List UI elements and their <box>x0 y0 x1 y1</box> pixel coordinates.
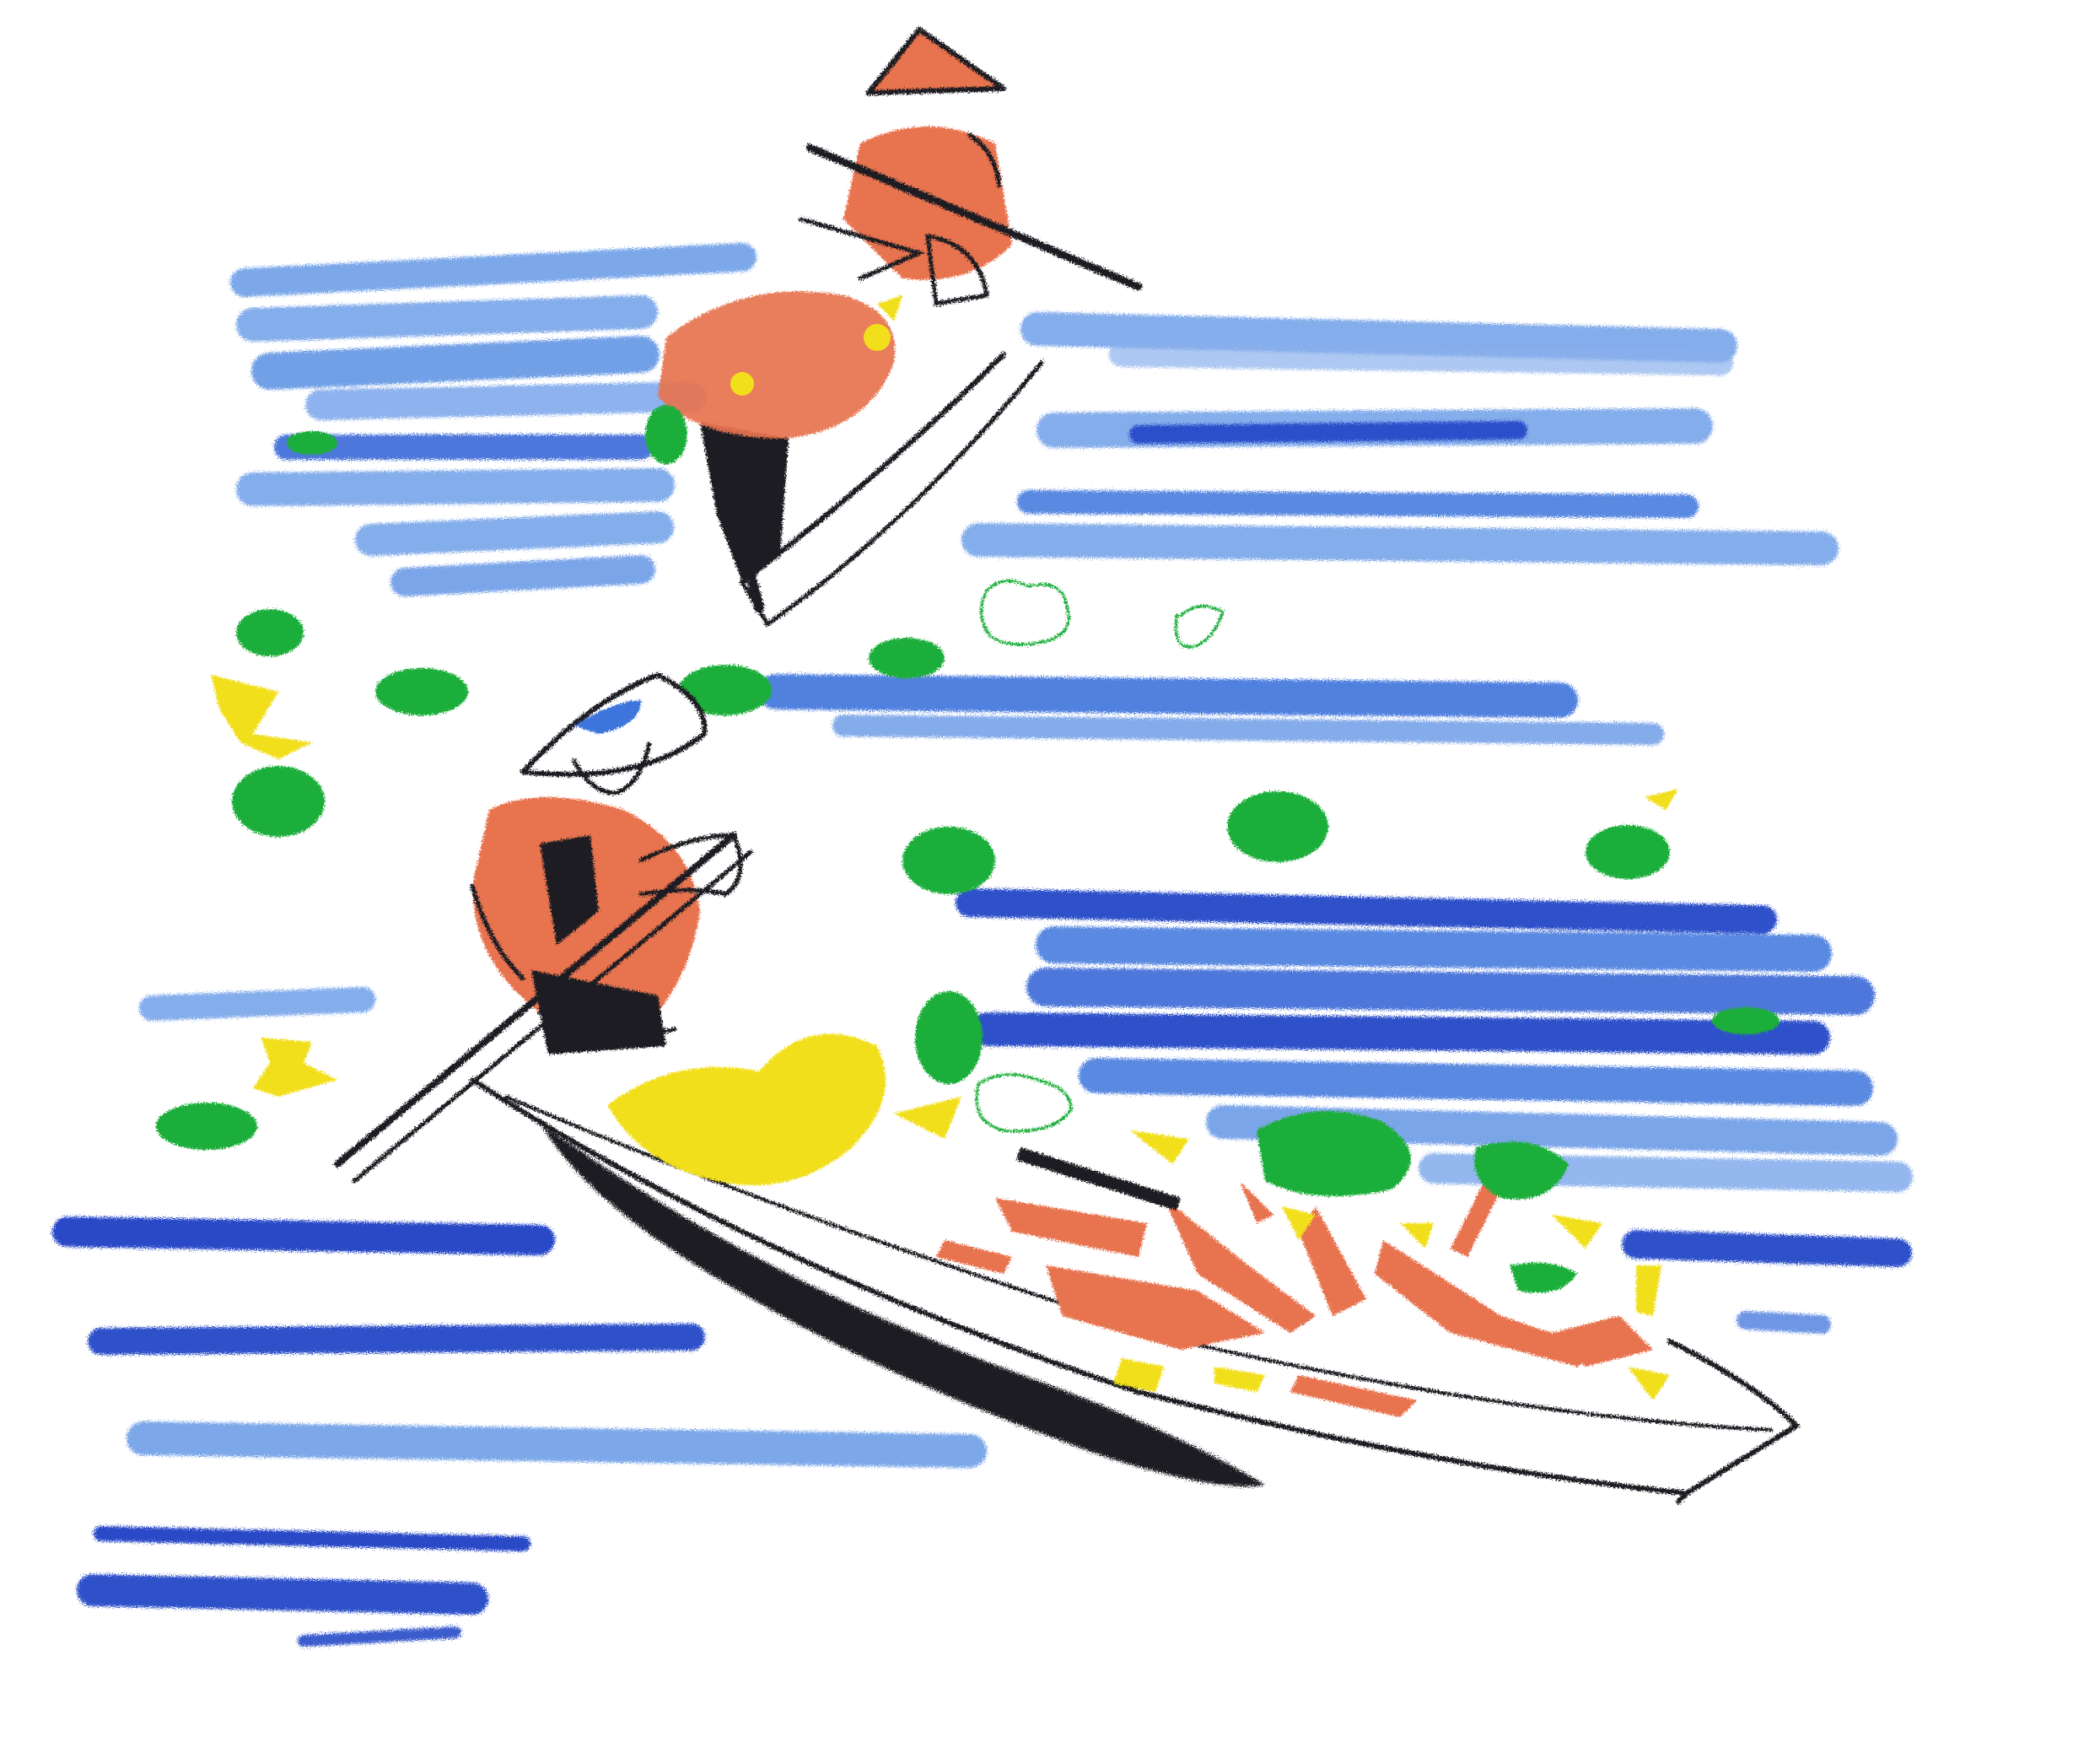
leaf <box>156 1103 257 1150</box>
orange-produce <box>1240 1181 1273 1223</box>
water-stroke <box>1017 490 1699 518</box>
conical-hat-icon <box>866 27 1006 95</box>
rowing-oar-edge <box>352 850 753 1184</box>
leaf <box>902 827 995 894</box>
green-produce <box>1474 1141 1569 1200</box>
boat-cargo <box>607 1033 1670 1417</box>
leaf <box>869 638 945 678</box>
dark-produce <box>1016 1147 1181 1211</box>
flower <box>877 295 902 321</box>
water-stroke <box>758 674 1578 718</box>
water-stroke <box>1079 1058 1873 1106</box>
leaf <box>1712 1007 1780 1034</box>
rower-outline <box>799 132 1002 306</box>
orange-produce <box>1375 1240 1602 1367</box>
flower <box>253 1038 337 1097</box>
leaf <box>915 991 983 1084</box>
water-stroke <box>832 715 1664 745</box>
water-stroke <box>1129 421 1527 444</box>
leaf <box>287 431 337 455</box>
flower <box>211 675 312 759</box>
rower-shirt <box>658 291 896 439</box>
orange-produce <box>1451 1181 1501 1257</box>
rower-face <box>571 742 652 796</box>
leaf <box>1586 825 1670 879</box>
orange-produce <box>1299 1206 1366 1316</box>
orange-produce <box>1164 1198 1316 1333</box>
upper-boat <box>645 27 1143 627</box>
yellow-flowers <box>894 1097 961 1139</box>
green-produce <box>1257 1111 1411 1196</box>
hat-shade <box>573 700 641 734</box>
rowing-pole <box>805 143 1143 291</box>
water-stroke <box>298 1626 461 1647</box>
leaf <box>232 766 325 837</box>
yellow-produce <box>1214 1367 1265 1392</box>
water-stroke <box>1737 1311 1831 1334</box>
orange-produce <box>995 1198 1147 1257</box>
water-stroke <box>1622 1230 1912 1267</box>
leaf <box>375 668 468 715</box>
water-stroke <box>139 987 375 1021</box>
yellow-produce <box>1400 1223 1434 1249</box>
orange-produce <box>1290 1375 1417 1417</box>
orange-produce <box>1552 1316 1653 1367</box>
orange-produce <box>936 1240 1012 1274</box>
rowing-oar <box>334 832 737 1168</box>
water-stroke <box>355 511 674 556</box>
lower-rower-outline <box>470 833 743 1038</box>
lily-pad-outline <box>980 580 1070 646</box>
yellow-flowers <box>607 1033 886 1185</box>
water-stroke <box>970 1012 1830 1054</box>
water-stroke <box>390 555 655 596</box>
lower-rower <box>334 672 753 1184</box>
yellow-produce <box>1636 1265 1661 1316</box>
water-stroke <box>236 468 675 506</box>
leaf <box>236 609 304 656</box>
lily-pad-outline <box>1174 605 1225 649</box>
floating-plants <box>156 295 1780 1150</box>
rower-shirt-shadow <box>540 835 599 945</box>
rower-legs <box>700 422 789 582</box>
water-stroke <box>956 888 1777 934</box>
water-stroke <box>1020 312 1737 363</box>
yellow-produce <box>1113 1358 1164 1392</box>
leaf <box>679 665 772 715</box>
water-stroke <box>236 295 658 342</box>
water-stroke <box>1036 926 1832 972</box>
water-stroke <box>127 1421 987 1468</box>
water-stroke <box>77 1574 488 1615</box>
shirt-spot <box>864 324 891 351</box>
orange-produce <box>1046 1265 1265 1350</box>
lower-boat <box>334 672 1801 1504</box>
water-stroke <box>961 523 1839 565</box>
green-bag <box>645 405 687 464</box>
yellow-produce <box>1552 1215 1602 1249</box>
water-stroke <box>1109 342 1733 375</box>
water-stroke <box>305 381 707 420</box>
green-produce <box>1510 1262 1577 1293</box>
lower-boat-hull-shadow <box>540 1122 1265 1486</box>
leaf <box>1227 791 1328 862</box>
yellow-produce <box>1282 1206 1316 1240</box>
yellow-produce <box>1130 1130 1189 1164</box>
water-stroke <box>230 243 757 297</box>
water-stroke <box>94 1526 530 1551</box>
water-strokes <box>52 243 1913 1647</box>
yellow-produce <box>1628 1367 1670 1400</box>
water-stroke <box>1026 968 1875 1015</box>
shirt-spot <box>730 372 754 396</box>
water-stroke <box>251 336 660 390</box>
water-stroke <box>88 1324 705 1355</box>
flower <box>1645 789 1678 810</box>
lily-pad-outline <box>975 1073 1073 1133</box>
water-stroke <box>52 1216 555 1255</box>
